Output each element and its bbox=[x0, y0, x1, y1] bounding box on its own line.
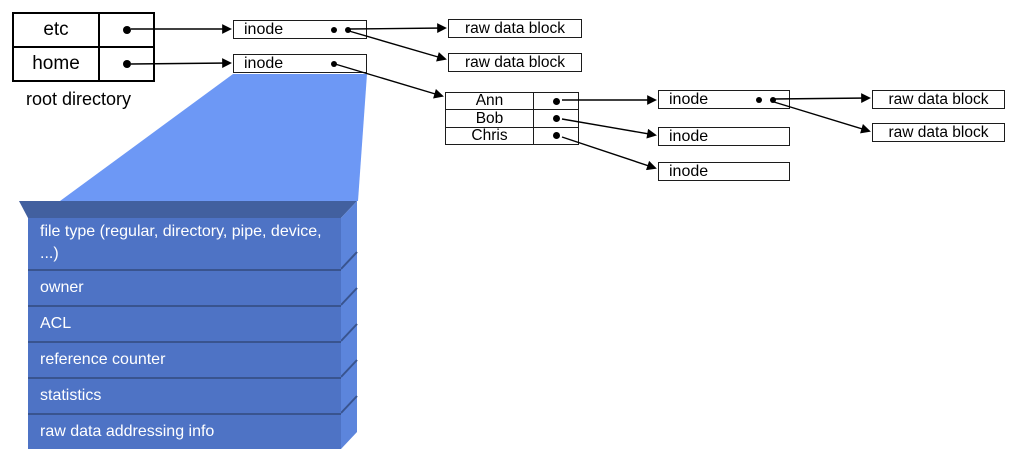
inode-field-statistics: statistics bbox=[28, 377, 341, 413]
stack-top-bevel bbox=[19, 201, 357, 218]
root-directory-caption: root directory bbox=[26, 89, 132, 109]
pointer-dot bbox=[331, 26, 337, 33]
pointer-dot bbox=[345, 26, 351, 33]
pointer-dot bbox=[122, 26, 131, 34]
raw-data-block-3: raw data block bbox=[872, 90, 1005, 109]
dir-entry-chris: Chris bbox=[446, 126, 578, 144]
pointer-dot bbox=[122, 60, 131, 68]
raw-data-block-4: raw data block bbox=[872, 123, 1005, 142]
entry-name: Chris bbox=[446, 127, 534, 144]
inode-box-etc: inode bbox=[233, 20, 367, 39]
inode-label: inode bbox=[669, 162, 709, 180]
root-entry-etc: etc bbox=[14, 14, 153, 46]
inode-label: inode bbox=[669, 90, 709, 108]
entry-name: etc bbox=[14, 14, 100, 46]
stack-right-side bbox=[341, 201, 357, 449]
inode-contents-stack: file type (regular, directory, pipe, dev… bbox=[28, 218, 341, 449]
stack-side-separators bbox=[340, 251, 358, 414]
pointer-dot bbox=[770, 96, 776, 103]
dir-entry-bob: Bob bbox=[446, 109, 578, 127]
inode-box-chris: inode bbox=[658, 162, 790, 181]
pointer-cell bbox=[100, 14, 153, 46]
pointer-dot bbox=[331, 60, 337, 67]
pointer-cell bbox=[534, 128, 578, 144]
raw-data-block-label: raw data block bbox=[888, 123, 989, 141]
inode-field-acl: ACL bbox=[28, 305, 341, 341]
inode-label: inode bbox=[244, 20, 284, 38]
inode-label: inode bbox=[669, 127, 709, 145]
pointer-cell bbox=[534, 110, 578, 126]
inode-box-ann: inode bbox=[658, 90, 790, 109]
pointer-dot bbox=[552, 97, 560, 105]
raw-data-block-label: raw data block bbox=[465, 19, 565, 37]
inode-field-reference-counter: reference counter bbox=[28, 341, 341, 377]
pointer-dot bbox=[552, 114, 560, 122]
raw-data-block-1: raw data block bbox=[448, 19, 582, 38]
inode-box-home: inode bbox=[233, 54, 367, 73]
pointer-dot bbox=[756, 96, 762, 103]
inode-label: inode bbox=[244, 54, 284, 72]
root-directory-table: etc home bbox=[12, 12, 155, 82]
raw-data-block-2: raw data block bbox=[448, 53, 582, 72]
inode-box-bob: inode bbox=[658, 127, 790, 146]
home-directory-table: Ann Bob Chris bbox=[445, 92, 579, 145]
dir-entry-ann: Ann bbox=[446, 92, 578, 110]
raw-data-block-label: raw data block bbox=[465, 53, 565, 71]
pointer-cell bbox=[100, 48, 153, 80]
raw-data-block-label: raw data block bbox=[888, 90, 989, 108]
entry-name: Bob bbox=[446, 110, 534, 127]
pointer-dot bbox=[552, 132, 560, 140]
inode-field-raw-data-addressing: raw data addressing info bbox=[28, 413, 341, 449]
entry-name: home bbox=[14, 48, 100, 80]
root-entry-home: home bbox=[14, 46, 153, 80]
entry-name: Ann bbox=[446, 92, 534, 110]
inode-field-owner: owner bbox=[28, 269, 341, 305]
inode-field-file-type: file type (regular, directory, pipe, dev… bbox=[28, 218, 341, 269]
pointer-cell bbox=[534, 93, 578, 109]
